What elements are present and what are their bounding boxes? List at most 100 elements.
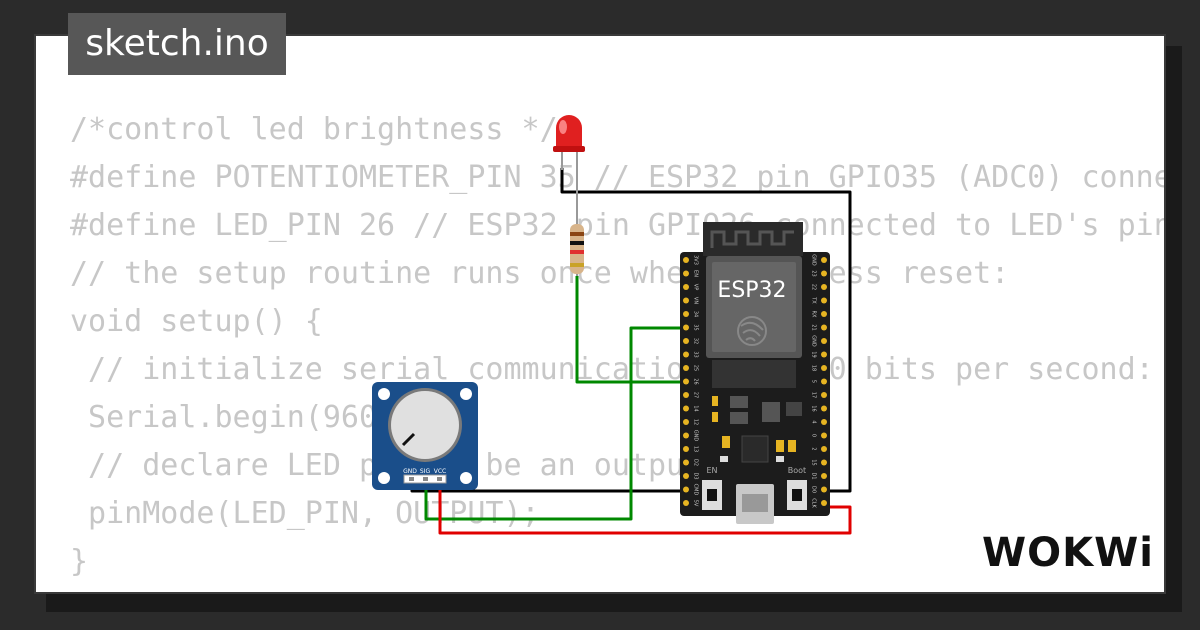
pin-label: 5V [693,500,699,507]
wire-pot-signal [424,326,690,521]
pin-label: 33 [693,351,699,357]
pin-26[interactable] [683,378,689,385]
pin-label: 35 [693,324,699,330]
pin-5[interactable] [821,378,827,385]
pin-VN[interactable] [683,297,689,304]
resistor [570,176,584,276]
pin-CLK[interactable] [821,500,827,506]
pin-label: D0 [811,486,817,493]
pin-23[interactable] [821,270,827,277]
en-label: EN [706,466,717,475]
code-line: #define POTENTIOMETER_PIN 35 // ESP32 pi… [70,160,1166,195]
pin-label: 15 [811,459,817,465]
pin-VP[interactable] [683,284,689,290]
left-pin-header: 3V3ENVPVN343532332526271412GND13D2D3CMD5… [683,255,699,507]
espressif-logo-icon [737,316,767,346]
pin-D2[interactable] [683,459,689,466]
pin-5V[interactable] [683,500,689,506]
pin-label: 5 [811,380,817,383]
pin-33[interactable] [683,351,689,358]
pin-label: 13 [693,446,699,452]
wire-led-signal [575,276,690,384]
pin-16[interactable] [821,405,827,412]
pin-14[interactable] [683,405,689,412]
pin-label: 19 [811,351,817,357]
pin-label: D2 [693,459,699,466]
pin-label: 17 [811,392,817,398]
pin-label: VN [693,297,699,304]
knob-indicator [401,432,416,447]
pin-label: 22 [811,284,817,290]
pin-EN[interactable] [683,270,689,277]
pin-RX[interactable] [821,311,827,317]
boot-label: Boot [788,466,806,475]
pin-label: 18 [811,365,817,371]
pin-4[interactable] [821,419,827,425]
en-button[interactable] [702,480,722,510]
pin-label: CMD [693,484,699,496]
wire-led-ground [560,168,852,493]
pin-label: D1 [811,472,817,479]
pin-label: EN [693,270,699,277]
pin-D0[interactable] [821,486,827,493]
pin-label: 34 [693,311,699,317]
file-tab[interactable]: sketch.ino [68,13,286,75]
pin-17[interactable] [821,392,827,398]
pin-35[interactable] [683,324,689,331]
pin-0[interactable] [821,432,827,439]
code-line: } [70,544,89,579]
pin-label: GND [693,430,699,442]
pin-label: 2 [811,447,817,450]
code-line: void setup() { [70,304,323,339]
pin-label: 26 [693,378,699,384]
pin-19[interactable] [821,351,827,358]
pin-18[interactable] [821,365,827,371]
pin-GND[interactable] [683,432,689,439]
pin-label: 4 [811,420,817,423]
pin-13[interactable] [683,446,689,452]
antenna [703,222,803,256]
pin-GND[interactable] [821,257,827,263]
pin-GND[interactable] [821,338,827,344]
pin-3V3[interactable] [683,257,689,263]
pin-27[interactable] [683,392,689,398]
pin-CMD[interactable] [683,486,689,493]
pin-15[interactable] [821,459,827,466]
code-line: /*control led brightness */ [70,112,558,147]
pin-label: GND [811,335,817,347]
pin-D1[interactable] [821,473,827,479]
pin-label: 14 [693,405,699,411]
pin-2[interactable] [821,446,827,452]
pin-label: 25 [693,365,699,371]
pin-label: VP [693,284,699,290]
chip-label: ESP32 [717,278,786,303]
pot-pin-label-gnd: GND [403,468,417,475]
pin-label: 3V3 [693,255,699,265]
pot-pin-label-sig: SIG [420,468,431,475]
pin-label: RX [811,311,817,318]
pin-label: 12 [693,419,699,425]
pin-32[interactable] [683,338,689,344]
pin-label: 27 [693,392,699,398]
pin-21[interactable] [821,324,827,331]
pin-label: 16 [811,405,817,411]
pin-label: 23 [811,270,817,276]
boot-button[interactable] [787,480,807,510]
pin-label: TX [811,296,817,304]
pin-TX[interactable] [821,297,827,304]
pin-D3[interactable] [683,473,689,479]
potentiometer[interactable]: GND SIG VCC [372,382,478,490]
red-led[interactable] [553,115,585,176]
pin-label: 21 [811,324,817,330]
pin-22[interactable] [821,284,827,290]
pin-label: 32 [693,338,699,344]
pin-label: GND [811,254,817,266]
code-line: pinMode(LED_PIN, OUTPUT); [70,496,540,531]
pin-34[interactable] [683,311,689,317]
brand-logo-text: WOKWi [982,530,1154,576]
pot-pin-label-vcc: VCC [434,468,446,475]
pin-25[interactable] [683,365,689,371]
pin-12[interactable] [683,419,689,425]
